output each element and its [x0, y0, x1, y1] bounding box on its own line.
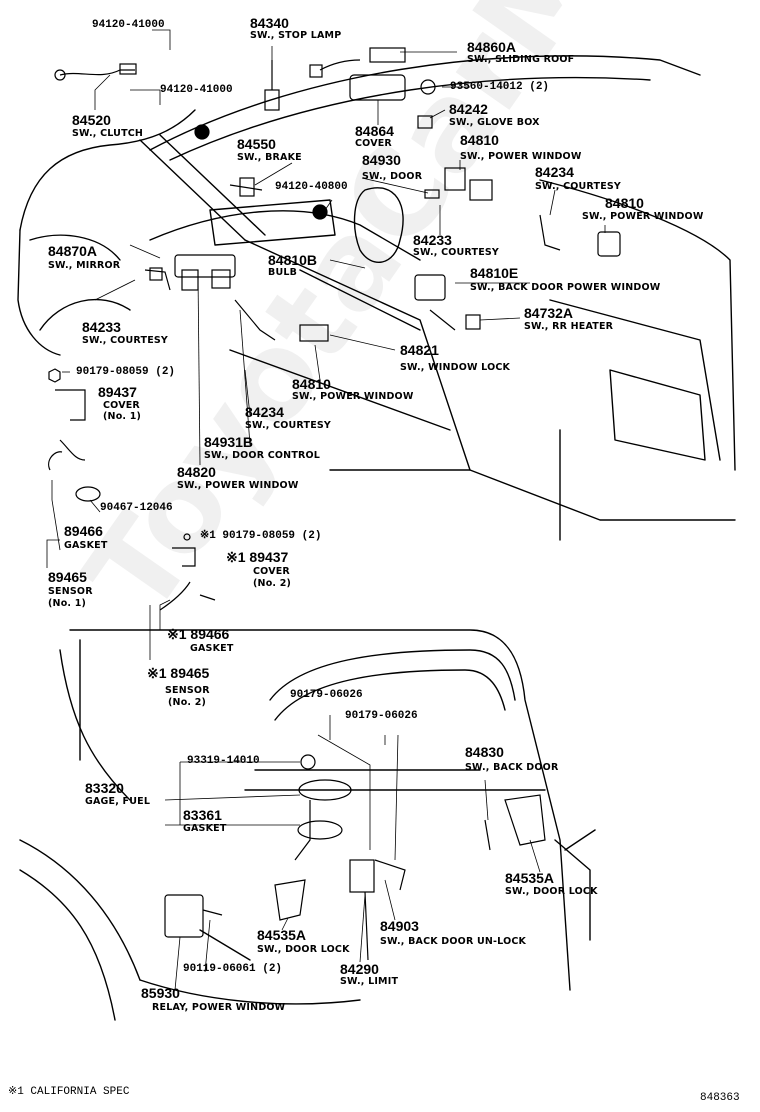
part-84930-number[interactable]: 84930	[362, 152, 401, 168]
part-84860a-number[interactable]: 84860A	[467, 39, 517, 55]
part-89437-1-description-2: (No. 1)	[103, 411, 142, 422]
part-84535a-left-description: SW., DOOR LOCK	[257, 944, 350, 955]
part-83320-number[interactable]: 83320	[85, 780, 124, 796]
part-93560-14012-number[interactable]: 93560-14012 (2)	[450, 81, 550, 93]
part-89437-1-number[interactable]: 89437	[98, 384, 137, 400]
part-90179-08059-a-number[interactable]: 90179-08059 (2)	[76, 366, 176, 378]
part-84290-description: SW., LIMIT	[340, 976, 399, 987]
part-89437-2-description: COVER	[253, 566, 290, 577]
part-89466-2-number[interactable]: ※1 89466	[167, 626, 230, 642]
part-84903-number[interactable]: 84903	[380, 918, 419, 934]
part-84810-top-description: SW., POWER WINDOW	[460, 151, 582, 162]
part-84234-right-number[interactable]: 84234	[535, 164, 574, 180]
part-84234-mid-description: SW., COURTESY	[245, 420, 332, 431]
part-84820-description: SW., POWER WINDOW	[177, 480, 299, 491]
part-84870a-number[interactable]: 84870A	[48, 243, 98, 259]
part-84820-number[interactable]: 84820	[177, 464, 216, 480]
part-84810-right-description: SW., POWER WINDOW	[582, 211, 704, 222]
part-83361-description: GASKET	[183, 823, 227, 834]
part-84930-description: SW., DOOR	[362, 171, 423, 182]
part-84242-description: SW., GLOVE BOX	[449, 117, 540, 128]
part-84550-description: SW., BRAKE	[237, 152, 302, 163]
part-90179-08059-b-number[interactable]: ※1 90179-08059 (2)	[200, 530, 322, 542]
part-90467-12046-number[interactable]: 90467-12046	[100, 502, 173, 514]
part-84242-number[interactable]: 84242	[449, 101, 488, 117]
part-84234-mid-number[interactable]: 84234	[245, 404, 284, 420]
part-84810-top-number[interactable]: 84810	[460, 132, 499, 148]
part-84340-description: SW., STOP LAMP	[250, 30, 342, 41]
diagram-id: 848363	[700, 1092, 740, 1104]
part-84233-left-description: SW., COURTESY	[82, 335, 169, 346]
part-84520-number[interactable]: 84520	[72, 112, 111, 128]
part-89465-2-description-2: (No. 2)	[168, 697, 207, 708]
part-94120-41000-top-number[interactable]: 94120-41000	[92, 19, 165, 31]
part-84535a-left-number[interactable]: 84535A	[257, 927, 307, 943]
part-90179-06026-a-number[interactable]: 90179-06026	[290, 689, 363, 701]
part-84810b-number[interactable]: 84810B	[268, 252, 318, 268]
part-84732a-description: SW., RR HEATER	[524, 321, 614, 332]
part-84810-mid-description: SW., POWER WINDOW	[292, 391, 414, 402]
part-90119-06061-number[interactable]: 90119-06061 (2)	[183, 963, 283, 975]
part-84860a-description: SW., SLIDING ROOF	[467, 54, 575, 65]
part-84233-mid-number[interactable]: 84233	[413, 232, 452, 248]
part-84810e-description: SW., BACK DOOR POWER WINDOW	[470, 282, 661, 293]
part-84864-description: COVER	[355, 138, 392, 149]
part-89466-2-description: GASKET	[190, 643, 234, 654]
part-84931b-description: SW., DOOR CONTROL	[204, 450, 321, 461]
part-89465-1-description: SENSOR	[48, 586, 93, 597]
part-84810-mid-number[interactable]: 84810	[292, 376, 331, 392]
part-84810-right-number[interactable]: 84810	[605, 195, 644, 211]
part-84903-description: SW., BACK DOOR UN-LOCK	[380, 936, 527, 947]
part-84290-number[interactable]: 84290	[340, 961, 379, 977]
part-84821-description: SW., WINDOW LOCK	[400, 362, 511, 373]
part-84550-number[interactable]: 84550	[237, 136, 276, 152]
part-90179-06026-b-number[interactable]: 90179-06026	[345, 710, 418, 722]
part-89437-2-description-2: (No. 2)	[253, 578, 292, 589]
part-84830-description: SW., BACK DOOR	[465, 762, 559, 773]
part-94120-41000-mid-number[interactable]: 94120-41000	[160, 84, 233, 96]
part-84520-description: SW., CLUTCH	[72, 128, 144, 139]
part-84870a-description: SW., MIRROR	[48, 260, 121, 271]
part-84830-number[interactable]: 84830	[465, 744, 504, 760]
part-89466-1-number[interactable]: 89466	[64, 523, 103, 539]
part-84233-mid-description: SW., COURTESY	[413, 247, 500, 258]
part-94120-40800-number[interactable]: 94120-40800	[275, 181, 348, 193]
part-84821-number[interactable]: 84821	[400, 342, 439, 358]
part-84233-left-number[interactable]: 84233	[82, 319, 121, 335]
part-84810b-description: BULB	[268, 267, 298, 278]
part-84535a-right-description: SW., DOOR LOCK	[505, 886, 598, 897]
part-89465-2-description: SENSOR	[165, 685, 210, 696]
part-84535a-right-number[interactable]: 84535A	[505, 870, 555, 886]
part-89466-1-description: GASKET	[64, 540, 108, 551]
part-89437-1-description: COVER	[103, 400, 140, 411]
part-84931b-number[interactable]: 84931B	[204, 434, 254, 450]
part-84864-number[interactable]: 84864	[355, 123, 394, 139]
part-89437-2-number[interactable]: ※1 89437	[226, 549, 289, 565]
part-83320-description: GAGE, FUEL	[85, 796, 151, 807]
part-89465-1-description-2: (No. 1)	[48, 598, 87, 609]
part-84340-number[interactable]: 84340	[250, 15, 289, 31]
part-84234-right-description: SW., COURTESY	[535, 181, 622, 192]
part-85930-description: RELAY, POWER WINDOW	[152, 1002, 286, 1013]
part-85930-number[interactable]: 85930	[141, 985, 180, 1001]
part-83361-number[interactable]: 83361	[183, 807, 222, 823]
footnote-california-spec: ※1 CALIFORNIA SPEC	[8, 1086, 130, 1098]
part-89465-2-number[interactable]: ※1 89465	[147, 665, 210, 681]
part-89465-1-number[interactable]: 89465	[48, 569, 87, 585]
part-84810e-number[interactable]: 84810E	[470, 265, 519, 281]
part-84732a-number[interactable]: 84732A	[524, 305, 574, 321]
part-93319-14010-number[interactable]: 93319-14010	[187, 755, 260, 767]
